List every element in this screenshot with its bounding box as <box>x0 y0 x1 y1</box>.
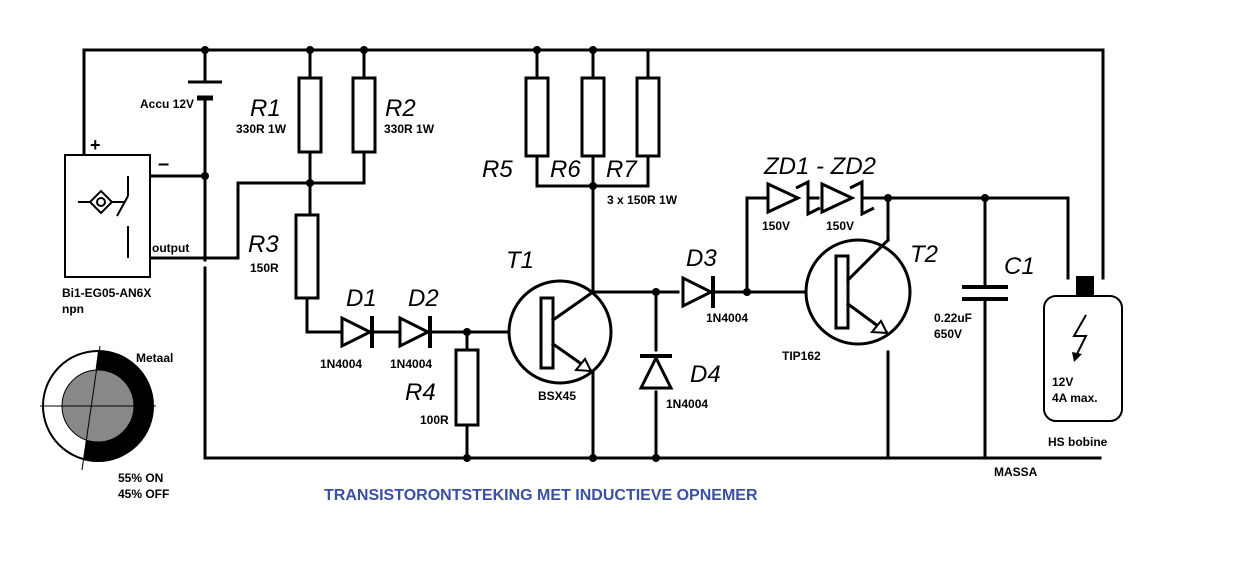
diode-d1: D1 1N4004 <box>320 285 377 371</box>
diode-d2: D2 1N4004 <box>390 285 439 371</box>
inductive-sensor: + – output Bi1-EG05-AN6X npn <box>62 135 189 316</box>
t2-value: TIP162 <box>782 349 821 363</box>
capacitor-c1: C1 0.22uF 650V <box>934 253 1035 341</box>
sensor-model: Bi1-EG05-AN6X <box>62 286 151 300</box>
zener-diodes: ZD1 - ZD2 150V 150V <box>762 153 876 233</box>
wiring <box>82 48 1105 460</box>
r4-name: R4 <box>405 379 436 406</box>
zd2-value: 150V <box>826 219 854 233</box>
r2-name: R2 <box>385 95 416 122</box>
resistor-r3: R3 150R <box>248 213 320 300</box>
r4-value: 100R <box>420 413 449 427</box>
metal-disc: Metaal 55% ON 45% OFF <box>40 345 173 501</box>
lightning-icon <box>1072 314 1088 357</box>
diode-d3: D3 1N4004 <box>681 245 748 325</box>
t1-value: BSX45 <box>538 389 576 403</box>
c1-name: C1 <box>1004 253 1035 280</box>
r5-name: R5 <box>482 156 513 183</box>
zener-name: ZD1 - ZD2 <box>763 153 876 180</box>
d2-value: 1N4004 <box>390 357 432 371</box>
disc-metal-label: Metaal <box>136 351 173 365</box>
resistor-r1: R1 330R 1W <box>236 76 323 154</box>
sensor-type: npn <box>62 302 84 316</box>
r3-value: 150R <box>250 261 279 275</box>
zd1-value: 150V <box>762 219 790 233</box>
r1-value: 330R 1W <box>236 122 287 136</box>
resistor-r4: R4 100R <box>405 348 480 427</box>
transistor-t1: T1 BSX45 <box>506 247 613 403</box>
c1-value1: 0.22uF <box>934 311 972 325</box>
junctions <box>201 46 989 462</box>
c1-value2: 650V <box>934 327 962 341</box>
r2-value: 330R 1W <box>384 122 435 136</box>
resistor-r6: R6 <box>550 76 606 183</box>
r3-name: R3 <box>248 231 279 258</box>
coil-value2: 4A max. <box>1052 391 1098 405</box>
ground-label: MASSA <box>994 465 1038 479</box>
diode-d4: D4 1N4004 <box>638 354 721 411</box>
t1-name: T1 <box>506 247 534 274</box>
r7-value: 3 x 150R 1W <box>607 193 678 207</box>
d1-name: D1 <box>346 285 377 312</box>
resistor-r7: R7 3 x 150R 1W <box>606 76 678 207</box>
d4-value: 1N4004 <box>666 397 708 411</box>
t2-name: T2 <box>910 241 938 268</box>
d3-name: D3 <box>686 245 717 272</box>
sensor-output-label: output <box>152 241 189 255</box>
r1-name: R1 <box>250 95 281 122</box>
r6-name: R6 <box>550 156 581 183</box>
d4-name: D4 <box>690 361 721 388</box>
d3-value: 1N4004 <box>706 311 748 325</box>
r7-name: R7 <box>606 156 638 183</box>
sensor-minus: – <box>158 153 169 175</box>
coil-value1: 12V <box>1052 375 1073 389</box>
resistor-r2: R2 330R 1W <box>351 76 435 154</box>
disc-duty-on: 55% ON <box>118 471 163 485</box>
d2-name: D2 <box>408 285 439 312</box>
battery-label: Accu 12V <box>140 97 194 111</box>
battery: Accu 12V <box>140 80 222 111</box>
d1-value: 1N4004 <box>320 357 362 371</box>
sensor-plus: + <box>90 135 101 155</box>
transistor-t2: T2 TIP162 <box>782 237 938 363</box>
disc-duty-off: 45% OFF <box>118 487 169 501</box>
ignition-coil: 12V 4A max. HS bobine <box>1043 276 1123 449</box>
coil-name: HS bobine <box>1048 435 1108 449</box>
resistor-r5: R5 <box>482 76 550 183</box>
diagram-title: TRANSISTORONTSTEKING MET INDUCTIEVE OPNE… <box>324 487 758 504</box>
